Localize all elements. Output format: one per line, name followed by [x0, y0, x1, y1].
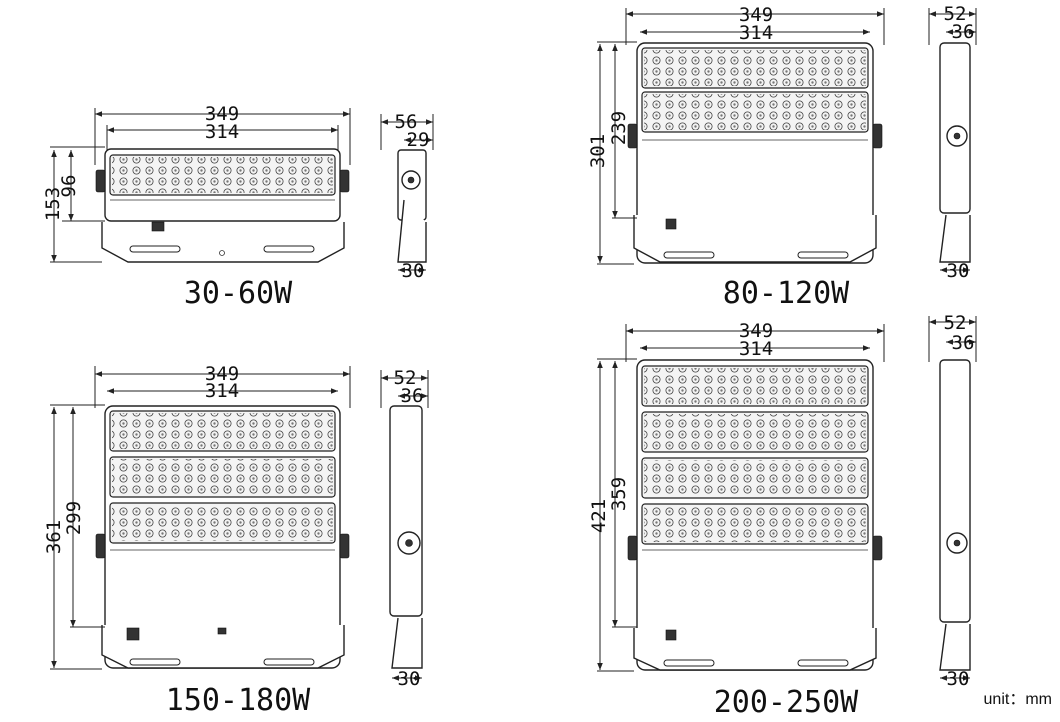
- outer-width-label: 349: [739, 4, 773, 26]
- inner-width-label: 314: [739, 338, 773, 360]
- model-80-120w: 349 314 301 239 52 36 30 80-120W: [587, 3, 977, 311]
- total-height-label: 153: [42, 187, 64, 221]
- body-depth-label: 36: [952, 332, 975, 354]
- total-height-label: 361: [43, 520, 65, 554]
- front-view: 349 314 301 239: [587, 4, 885, 265]
- total-height-label: 301: [587, 134, 609, 168]
- side-view: 56 29 30: [380, 111, 434, 282]
- units-note: unit：mm: [984, 691, 1052, 708]
- model-caption: 30-60W: [184, 276, 293, 311]
- model-caption: 80-120W: [723, 276, 850, 311]
- panel-height-label: 359: [608, 477, 630, 511]
- inner-width-label: 314: [205, 380, 239, 402]
- panel-height-label: 239: [608, 111, 630, 145]
- total-depth-label: 52: [944, 312, 967, 334]
- model-150-180w: 349 314 361 299 52 36 30 150-180W: [43, 363, 429, 718]
- bracket-depth-label: 30: [947, 260, 970, 282]
- total-depth-label: 52: [394, 367, 417, 389]
- outer-width-label: 349: [739, 320, 773, 342]
- outer-width-label: 349: [205, 103, 239, 125]
- body-depth-label: 36: [952, 21, 975, 43]
- front-view: 349 314 421 359: [588, 320, 885, 672]
- front-view: 349 314 361 299: [43, 363, 351, 670]
- model-caption: 150-180W: [166, 683, 311, 718]
- bracket-depth-label: 30: [398, 668, 421, 690]
- side-view: 52 36 30: [928, 312, 977, 690]
- body-depth-label: 36: [401, 385, 424, 407]
- panel-height-label: 96: [58, 175, 80, 198]
- bracket-depth-label: 30: [947, 668, 970, 690]
- model-200-250w: 349 314 421 359 52 36 30 200-250W: [588, 312, 977, 720]
- total-depth-label: 56: [395, 111, 418, 133]
- inner-width-label: 314: [205, 121, 239, 143]
- side-view: 52 36 30: [380, 367, 429, 690]
- inner-width-label: 314: [739, 22, 773, 44]
- model-30-60w: 349 314 153 96 56 29 30 30-60W: [42, 103, 434, 311]
- panel-height-label: 299: [63, 501, 85, 535]
- front-view: 349 314 153 96: [42, 103, 351, 263]
- bracket-depth-label: 30: [402, 260, 425, 282]
- total-height-label: 421: [588, 499, 610, 533]
- outer-width-label: 349: [205, 363, 239, 385]
- model-caption: 200-250W: [714, 685, 859, 720]
- total-depth-label: 52: [944, 3, 967, 25]
- side-view: 52 36 30: [928, 3, 977, 282]
- body-depth-label: 29: [407, 129, 430, 151]
